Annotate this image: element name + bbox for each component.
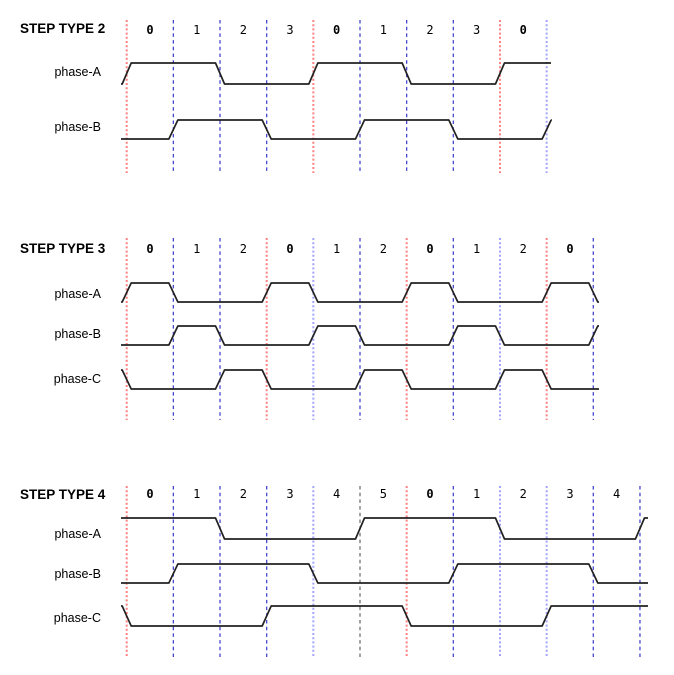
waveform-phase-B [121,119,552,140]
step-number-label: 0 [519,22,527,37]
phase-label: phase-A [54,526,101,541]
step-number-label: 1 [379,22,387,37]
phase-label: phase-A [54,65,101,79]
step-number-label: 2 [239,242,247,256]
step-number-label: 1 [193,22,201,37]
phase-label: phase-B [54,566,101,581]
step-number-label: 0 [333,22,341,37]
step-number-label: 4 [613,486,621,501]
phase-label: phase-C [53,372,101,386]
step-number-label: 2 [426,22,434,37]
step-number-label: 0 [566,242,574,256]
diagram-title: STEP TYPE 3 [20,240,106,256]
phase-label: phase-C [53,610,101,625]
phase-label: phase-B [54,120,101,134]
step-number-label: 3 [473,22,481,37]
diagram-title: STEP TYPE 4 [20,486,106,502]
step-number-label: 1 [193,486,201,501]
step-number-label: 3 [566,486,574,501]
waveform-phase-A [121,517,648,540]
step-number-label: 3 [286,486,294,501]
phase-label: phase-A [54,286,101,301]
step-number-label: 3 [286,22,294,37]
step-number-label: 0 [146,22,154,37]
waveform-phase-B [121,563,648,584]
step-number-label: 2 [239,486,247,501]
step-number-label: 2 [519,486,527,501]
step-number-label: 4 [333,486,341,501]
step-number-label: 0 [426,486,434,501]
phase-label: phase-B [54,326,101,341]
step-number-label: 0 [146,486,154,501]
waveform-phase-A [121,282,599,303]
step-number-label: 2 [379,242,387,256]
diagram-title: STEP TYPE 2 [20,21,106,36]
waveform-phase-C [121,605,648,627]
step-number-label: 0 [286,242,294,256]
waveform-phase-B [121,325,599,346]
step-number-label: 0 [426,242,434,256]
step-number-label: 1 [473,242,481,256]
step-number-label: 1 [473,486,481,501]
waveform-phase-C [121,369,599,390]
step-number-label: 2 [519,242,527,256]
step-number-label: 0 [146,242,154,256]
step-number-label: 1 [193,242,201,256]
step-number-label: 5 [379,486,387,501]
step-number-label: 1 [333,242,341,256]
step-number-label: 2 [239,22,247,37]
waveform-phase-A [121,62,551,85]
